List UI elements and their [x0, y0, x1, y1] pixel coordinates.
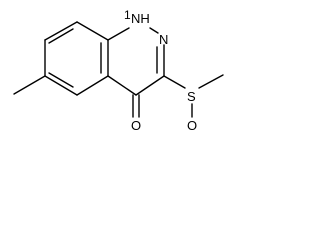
- atom-label-s: S: [187, 89, 196, 104]
- bond-methyl: [13, 75, 46, 95]
- bond-n1-n2: [149, 27, 159, 34]
- atom-label-h-number: 1: [124, 8, 131, 22]
- bond-c8a-c8: [76, 21, 109, 41]
- chemical-structure-diagram: NH 1 N S O O: [13, 8, 224, 133]
- bond-s-ch3: [198, 74, 224, 89]
- bond-c5-c5-inner: [48, 72, 74, 88]
- atom-label-o-keto: O: [131, 118, 141, 133]
- bond-c7-c7-inner: [48, 28, 74, 44]
- structure-canvas: NH 1 N S O O: [0, 0, 248, 147]
- bond-c5-c4a: [76, 75, 109, 96]
- bond-c3-s: [163, 75, 186, 89]
- bond-c3-c4: [135, 75, 165, 96]
- bond-c6-c5: [44, 75, 78, 96]
- bond-c4-c4a: [107, 75, 137, 96]
- atom-label-nh: NH: [131, 11, 150, 26]
- bond-c8-c7: [44, 21, 78, 41]
- atom-label-o-sulfinyl: O: [187, 118, 197, 133]
- atom-label-n: N: [159, 32, 168, 47]
- bond-c8a-n1: [107, 27, 130, 41]
